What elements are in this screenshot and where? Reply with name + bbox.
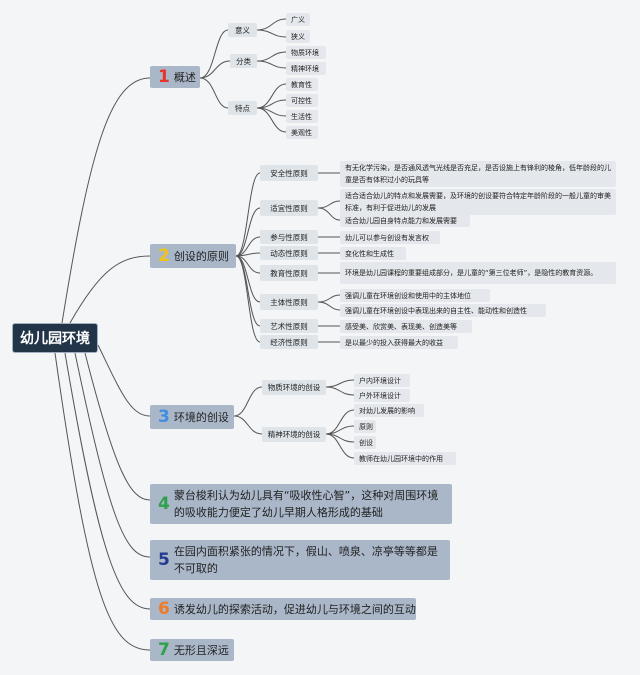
principle-dynamic[interactable]: 动态性原则 <box>260 246 318 260</box>
leaf-teacher-role[interactable]: 教师在幼儿园环境中的作用 <box>354 452 456 465</box>
number-5: 5 <box>158 549 170 570</box>
leaf-aesthetic[interactable]: 美观性 <box>286 126 318 139</box>
principle-artistry[interactable]: 艺术性原则 <box>260 319 318 333</box>
leaf-material-env[interactable]: 物质环境 <box>286 46 326 59</box>
root-node[interactable]: 幼儿园环境 <box>12 323 98 353</box>
branch-2-principles[interactable]: 2 创设的原则 <box>150 244 236 268</box>
text-suitability-2[interactable]: 适合幼儿园自身特点能力和发展需要 <box>340 214 470 227</box>
text-suitability-1[interactable]: 适合适合幼儿的特点和发展需要，及环境的创设要符合特定年龄阶段的一般儿童的审美标准… <box>340 189 616 215</box>
text-subjectivity-1[interactable]: 强调儿童在环境创设和使用中的主体地位 <box>340 289 490 302</box>
principle-participation[interactable]: 参与性原则 <box>260 230 318 244</box>
number-3: 3 <box>158 407 170 427</box>
branch-3-creation[interactable]: 3 环境的创设 <box>150 405 234 429</box>
text-dynamic[interactable]: 变化性和生成性 <box>340 247 406 260</box>
text-economy[interactable]: 是以最少的投入获得最大的收益 <box>340 336 458 349</box>
number-6: 6 <box>158 599 170 619</box>
branch-5-space[interactable]: 5 在园内面积紧张的情况下，假山、喷泉、凉亭等等都是不可取的 <box>150 540 450 580</box>
leaf-create[interactable]: 创设 <box>354 436 376 449</box>
leaf-broad[interactable]: 广义 <box>286 13 310 26</box>
branch-1-overview[interactable]: 1 概述 <box>150 66 200 88</box>
branch-7-invisible[interactable]: 7 无形且深远 <box>150 639 234 661</box>
sub-features[interactable]: 特点 <box>228 101 257 115</box>
text-artistry[interactable]: 感受美、欣赏美、表现美、创造美等 <box>340 320 472 333</box>
branch-3-label: 环境的创设 <box>173 411 229 424</box>
leaf-principle[interactable]: 原则 <box>354 420 376 433</box>
branch-4-label: 蒙台梭利认为幼儿具有“吸收性心智”，这种对周围环境的吸收能力便定了幼儿早期人格形… <box>173 489 439 519</box>
sub-meaning[interactable]: 意义 <box>228 23 257 37</box>
text-subjectivity-2[interactable]: 强调儿童在环境创设中表现出来的自主性、能动性和创造性 <box>340 304 546 317</box>
principle-economy[interactable]: 经济性原则 <box>260 335 318 349</box>
branch-1-label: 概述 <box>173 71 196 84</box>
leaf-spiritual-env[interactable]: 精神环境 <box>286 62 326 75</box>
principle-safety[interactable]: 安全性原则 <box>260 165 318 181</box>
text-education[interactable]: 环境是幼儿园课程的重要组成部分，是儿童的“第三位老师”，是隐性的教育资源。 <box>340 262 616 284</box>
sub-material-creation[interactable]: 物质环境的创设 <box>262 380 326 395</box>
leaf-living[interactable]: 生活性 <box>286 110 318 123</box>
number-7: 7 <box>158 640 170 660</box>
text-safety[interactable]: 有无化学污染，是否通风透气光线是否充足，是否设施上有锋利的棱角，低年龄段的儿童是… <box>340 161 616 187</box>
number-2: 2 <box>158 246 170 266</box>
sub-spiritual-creation[interactable]: 精神环境的创设 <box>262 427 326 442</box>
number-1: 1 <box>158 67 170 87</box>
leaf-outdoor-design[interactable]: 户外环境设计 <box>354 389 410 402</box>
principle-education[interactable]: 教育性原则 <box>260 265 318 281</box>
branch-6-label: 诱发幼儿的探索活动，促进幼儿与环境之间的互动 <box>173 603 416 616</box>
principle-subjectivity[interactable]: 主体性原则 <box>260 294 318 310</box>
leaf-educational[interactable]: 教育性 <box>286 78 318 91</box>
leaf-indoor-design[interactable]: 户内环境设计 <box>354 374 410 387</box>
branch-2-label: 创设的原则 <box>173 250 229 263</box>
leaf-influence[interactable]: 对幼儿发展的影响 <box>354 404 424 417</box>
sub-category[interactable]: 分类 <box>230 54 257 68</box>
leaf-narrow[interactable]: 狭义 <box>286 30 310 43</box>
branch-7-label: 无形且深远 <box>173 644 229 657</box>
principle-suitability[interactable]: 适宜性原则 <box>260 200 318 216</box>
leaf-controllable[interactable]: 可控性 <box>286 94 318 107</box>
branch-4-montessori[interactable]: 4 蒙台梭利认为幼儿具有“吸收性心智”，这种对周围环境的吸收能力便定了幼儿早期人… <box>150 484 452 524</box>
text-participation[interactable]: 幼儿可以参与创设有发言权 <box>340 231 440 244</box>
branch-6-exploration[interactable]: 6 诱发幼儿的探索活动，促进幼儿与环境之间的互动 <box>150 598 416 620</box>
branch-5-label: 在园内面积紧张的情况下，假山、喷泉、凉亭等等都是不可取的 <box>173 545 438 575</box>
number-4: 4 <box>158 493 170 514</box>
